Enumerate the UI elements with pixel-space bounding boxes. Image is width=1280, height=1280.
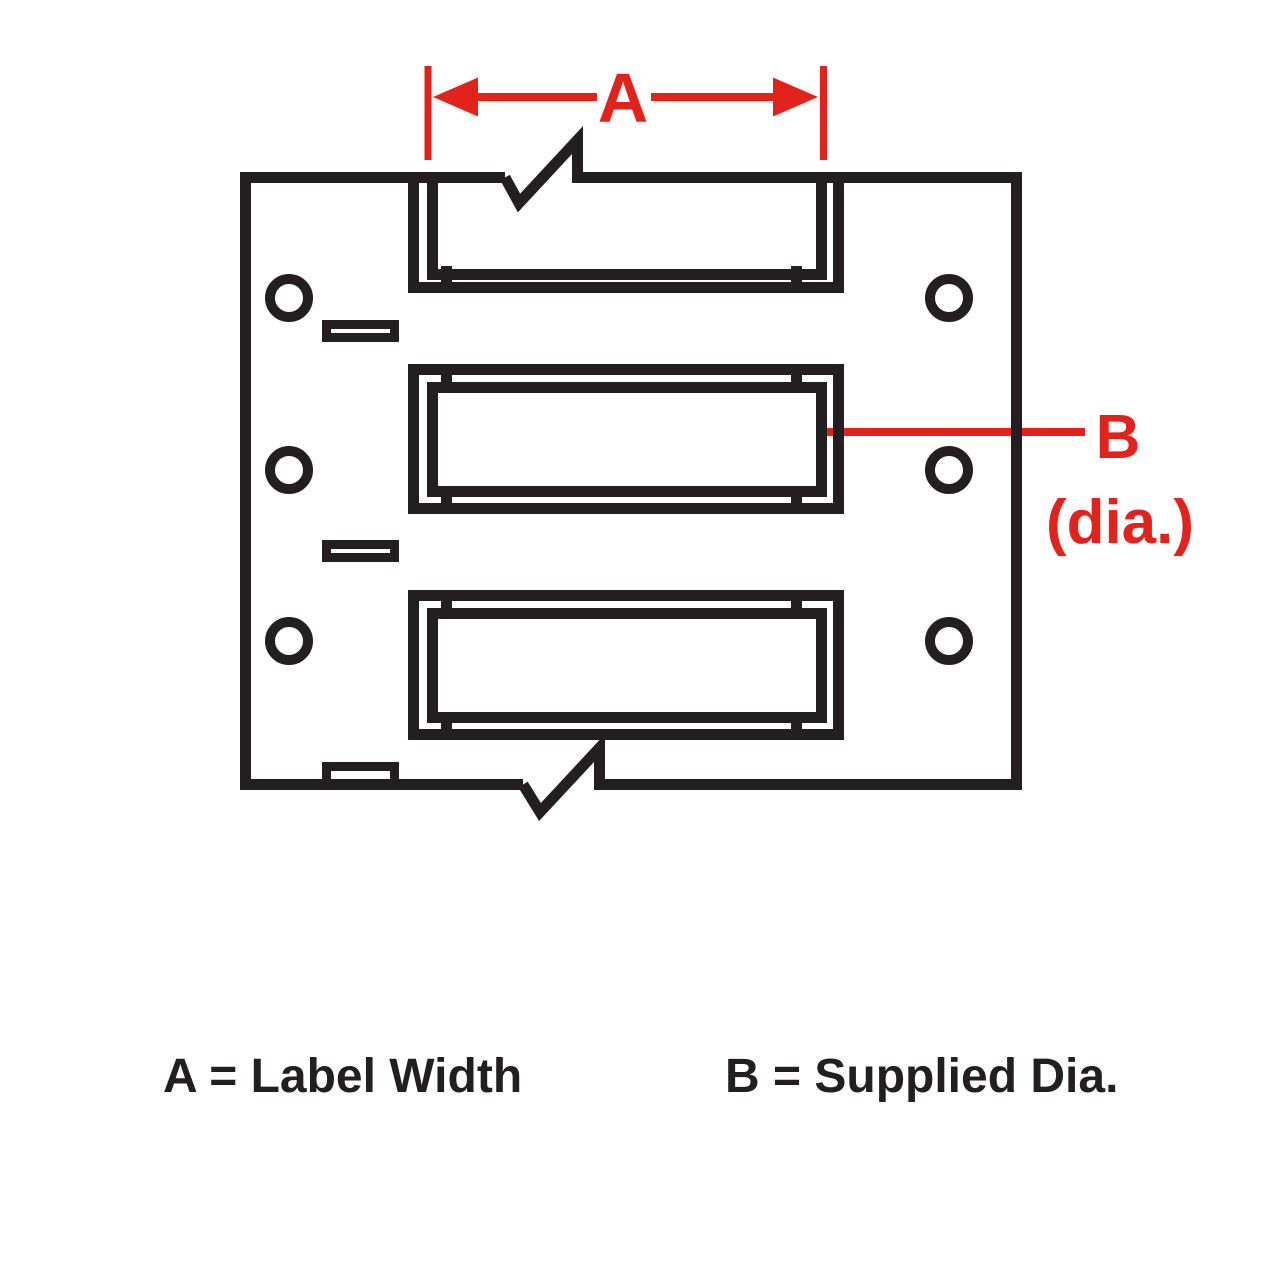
- break-symbol-bottom: [518, 734, 605, 822]
- sprocket-hole: [265, 274, 313, 322]
- carrier-outline-left: [240, 172, 523, 790]
- arrowhead-left-icon: [433, 77, 478, 117]
- legend-b-text: B = Supplied Dia.: [725, 1050, 1118, 1103]
- sleeve-end-tabs: [441, 590, 802, 740]
- dimension-b-sublabel: (dia.): [1046, 488, 1194, 557]
- sleeve-outer: [408, 590, 844, 740]
- sprocket-hole: [925, 446, 973, 494]
- dimension-b-label: B: [1096, 403, 1141, 472]
- sprocket-holes: [265, 274, 973, 665]
- break-symbol-top: [500, 125, 583, 213]
- arrowhead-right-icon: [773, 77, 818, 117]
- dimension-a: A: [424, 59, 827, 160]
- legend-a-text: A = Label Width: [163, 1050, 522, 1103]
- sprocket-hole: [265, 446, 313, 494]
- sleeve-inner: [427, 382, 827, 497]
- feed-slot: [322, 762, 399, 789]
- carrier-outline-right: [577, 172, 1022, 790]
- feed-slots: [322, 320, 399, 789]
- dimension-a-label: A: [598, 59, 649, 137]
- sleeve-outer: [408, 364, 844, 514]
- feed-slot: [322, 320, 399, 342]
- sleeve-inner: [427, 608, 827, 723]
- sprocket-hole: [925, 617, 973, 665]
- sprocket-hole: [925, 274, 973, 322]
- feed-slot: [322, 540, 399, 562]
- sleeve-end-tabs: [441, 364, 802, 514]
- extension-lines: [424, 66, 827, 160]
- carrier-strip: [240, 125, 1022, 822]
- sleeve-bottom: [408, 590, 844, 740]
- sprocket-hole: [265, 617, 313, 665]
- sleeve-middle: [408, 364, 844, 514]
- sleeve-outline: [408, 172, 844, 293]
- legend: A = Label Width B = Supplied Dia.: [163, 1050, 1118, 1103]
- dimension-b: B (dia.): [1046, 403, 1194, 557]
- sleeve-top: [408, 172, 844, 293]
